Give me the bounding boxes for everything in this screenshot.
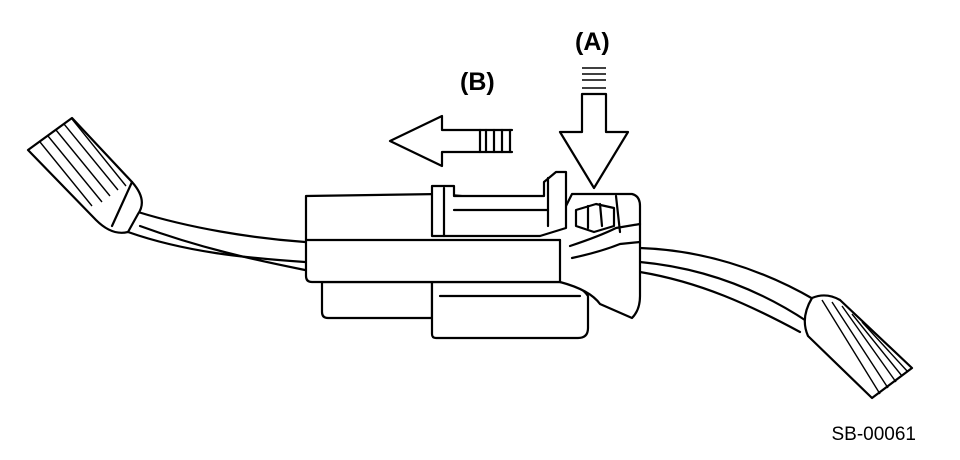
right-wire-sleeve <box>803 294 914 400</box>
left-sleeve-stripes <box>39 118 127 207</box>
arrow-a-motion-lines <box>582 67 606 89</box>
arrow-b-pull-left <box>388 114 514 168</box>
lock-latch <box>430 170 568 238</box>
arrow-b-motion-lines <box>478 128 514 154</box>
right-wire-harness <box>638 246 914 400</box>
release-tab <box>574 202 616 234</box>
arrow-a-press-down <box>558 67 630 190</box>
callout-b-label: (B) <box>460 68 495 96</box>
left-wire-harness <box>26 116 307 272</box>
connector-body <box>304 170 642 340</box>
figure-id-label: SB-00061 <box>831 424 916 445</box>
callout-a-label: (A) <box>575 28 610 56</box>
right-sleeve-stripes <box>821 299 909 395</box>
